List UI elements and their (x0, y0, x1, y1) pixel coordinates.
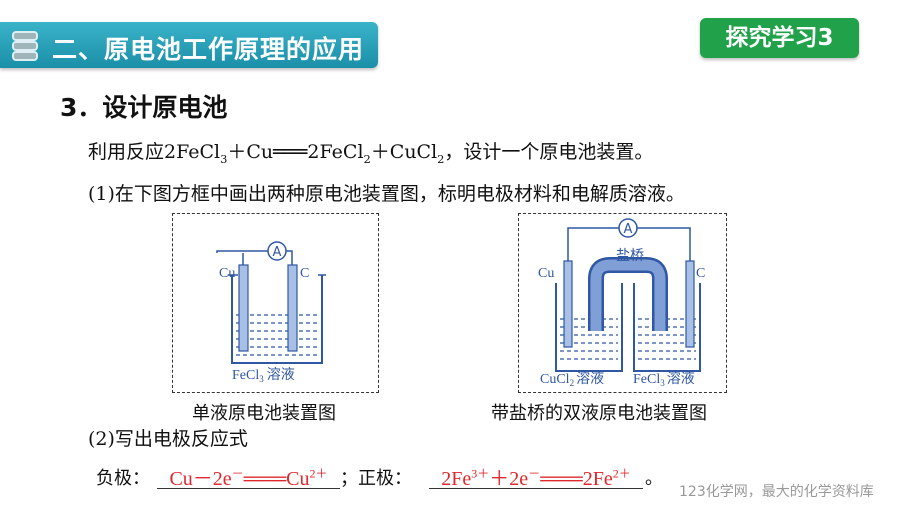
answer-end: 。 (645, 468, 663, 489)
salt-bridge (588, 257, 668, 331)
section-banner: 二、原电池工作原理的应用 (0, 22, 378, 68)
figure2-frame (518, 213, 727, 393)
electrode-left (563, 260, 573, 348)
ammeter-label: A (273, 245, 282, 260)
ammeter-label: A (624, 222, 633, 237)
watermark: 123化学网，最大的化学资料库 (679, 484, 874, 500)
page-heading: 3．设计原电池 (60, 93, 228, 122)
electrode-left-label: Cu (538, 266, 554, 281)
section-badge: 探究学习3 (700, 18, 859, 58)
pos-answer: 2Fe3＋＋2e－═══2Fe2＋ (429, 462, 643, 490)
electrode-right-label: C (300, 266, 309, 281)
salt-bridge-label: 盐桥 (616, 248, 644, 264)
electrode-left-label: Cu (219, 266, 235, 281)
figure2-caption: 带盐桥的双液原电池装置图 (491, 403, 707, 424)
pos-label: ；正极： (340, 468, 412, 489)
electrode-left (238, 264, 249, 352)
electrode-right-label: C (696, 266, 705, 281)
electrode-right (685, 260, 695, 348)
banner-title: 二、原电池工作原理的应用 (52, 35, 365, 64)
figure1-caption: 单液原电池装置图 (192, 403, 336, 424)
neg-label: 负极： (96, 468, 150, 489)
question-2: (2)写出电极反应式 (88, 428, 248, 450)
electrode-right (287, 264, 298, 352)
figure1-frame (172, 213, 379, 393)
binder-rings-icon (12, 31, 38, 61)
intro-text: 利用反应2FeCl3＋Cu═══2FeCl2＋CuCl2，设计一个原电池装置。 (88, 141, 654, 166)
question-1: (1)在下图方框中画出两种原电池装置图，标明电极材料和电解质溶液。 (88, 183, 685, 205)
neg-answer: Cu－2e－═══Cu2＋ (157, 462, 340, 490)
